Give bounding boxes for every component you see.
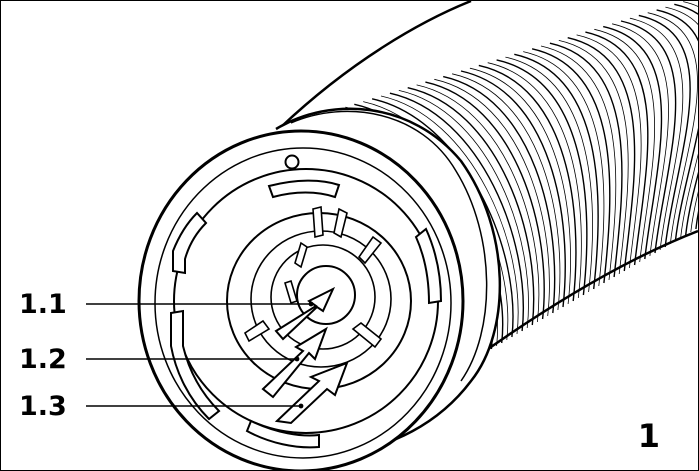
arrow-1-1: [274, 286, 336, 341]
arrow-1-2: [261, 326, 328, 399]
hose-rib: [585, 31, 649, 266]
connector-ribs: [243, 205, 383, 349]
hose-rib: [478, 64, 577, 302]
hose-rib: [398, 90, 529, 329]
hose-rib: [523, 51, 605, 287]
hose-rib: [425, 81, 545, 320]
hose-rib: [389, 92, 524, 332]
hose-rib: [549, 42, 623, 278]
hose-rib: [434, 78, 550, 317]
hose-rib: [452, 73, 561, 311]
hose-rib: [620, 20, 677, 254]
hose-rib: [638, 14, 691, 248]
hose-rib: [416, 84, 540, 323]
connector-ring-3: [270, 244, 376, 350]
hose-outline-bottom: [470, 229, 698, 363]
hose-rib: [647, 12, 698, 245]
bayonet-slot-bottom: [245, 419, 320, 449]
hose-rib: [674, 3, 698, 236]
hose-outline-top: [280, 1, 472, 128]
alignment-marker-hole: [284, 154, 300, 170]
hose-rib: [612, 23, 669, 257]
leader-lines: [86, 303, 311, 407]
coupling-collar-inner: [290, 110, 488, 382]
bayonet-slot-left-top: [172, 211, 208, 275]
callout-1-3: 1.3: [19, 391, 67, 422]
hose-rib: [531, 48, 611, 284]
hose-rib: [594, 28, 655, 263]
hose-rib: [576, 34, 642, 269]
hose-rib: [558, 40, 629, 275]
bayonet-slot-top: [267, 179, 341, 199]
hose-rib: [487, 62, 582, 299]
hose-rib: [505, 56, 593, 293]
coupling-mid-ring: [154, 147, 452, 459]
bayonet-slot-right: [414, 227, 443, 305]
hose-rib: [380, 95, 519, 335]
direction-arrows: [261, 286, 349, 425]
hose-rib: [496, 59, 588, 296]
hose-rib: [567, 37, 636, 272]
hose-rib: [514, 53, 599, 290]
callout-1-2: 1.2: [19, 344, 67, 375]
hose-rib: [656, 9, 698, 242]
hose-rib: [683, 1, 698, 233]
figure-number: 1: [637, 417, 660, 455]
arrow-1-3: [274, 361, 349, 425]
hose-rib: [443, 75, 556, 314]
callout-1-1: 1.1: [19, 289, 67, 320]
hose-rib: [407, 87, 535, 326]
hose-rib: [665, 6, 698, 239]
hose-rib: [629, 17, 684, 251]
hose-rib: [540, 45, 617, 281]
leader-dots: [294, 301, 314, 409]
hose-rib: [469, 67, 571, 305]
hose-rib: [603, 25, 663, 260]
bayonet-slot-left-bottom: [170, 309, 221, 421]
hose-rib: [460, 70, 566, 308]
